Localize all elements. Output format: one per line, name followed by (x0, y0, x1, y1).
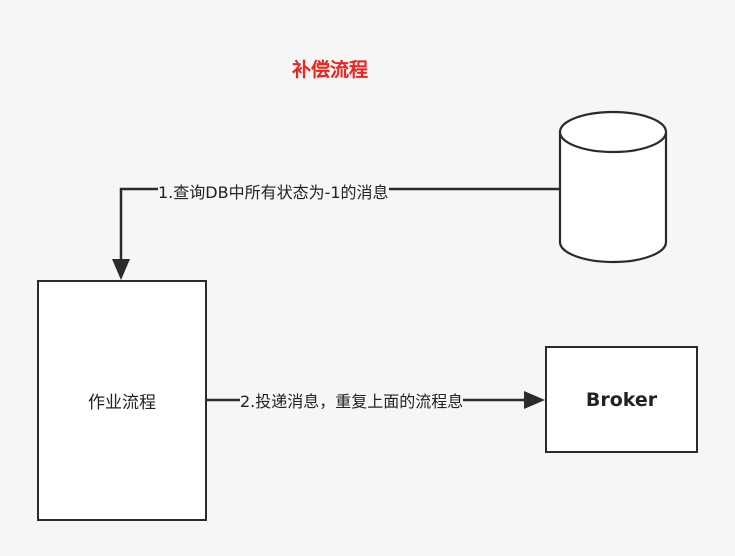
node-broker[interactable]: Broker (545, 346, 698, 453)
node-process-label: 作业流程 (88, 393, 156, 413)
node-process[interactable]: 作业流程 (37, 280, 207, 521)
edge-deliver-label: 2.投递消息，重复上面的流程息 (240, 392, 464, 412)
database-top (558, 110, 668, 154)
edge-query-arrowhead (112, 259, 130, 280)
diagram-title: 补偿流程 (0, 55, 660, 82)
edge-query-line (119, 187, 560, 262)
edge-query-label: 1.查询DB中所有状态为-1的消息 (158, 183, 389, 203)
edge-deliver-arrowhead (524, 391, 545, 409)
database-cylinder[interactable] (558, 110, 668, 264)
diagram-title-text: 补偿流程 (291, 59, 368, 81)
node-broker-label: Broker (585, 388, 658, 411)
database-body (558, 132, 668, 264)
